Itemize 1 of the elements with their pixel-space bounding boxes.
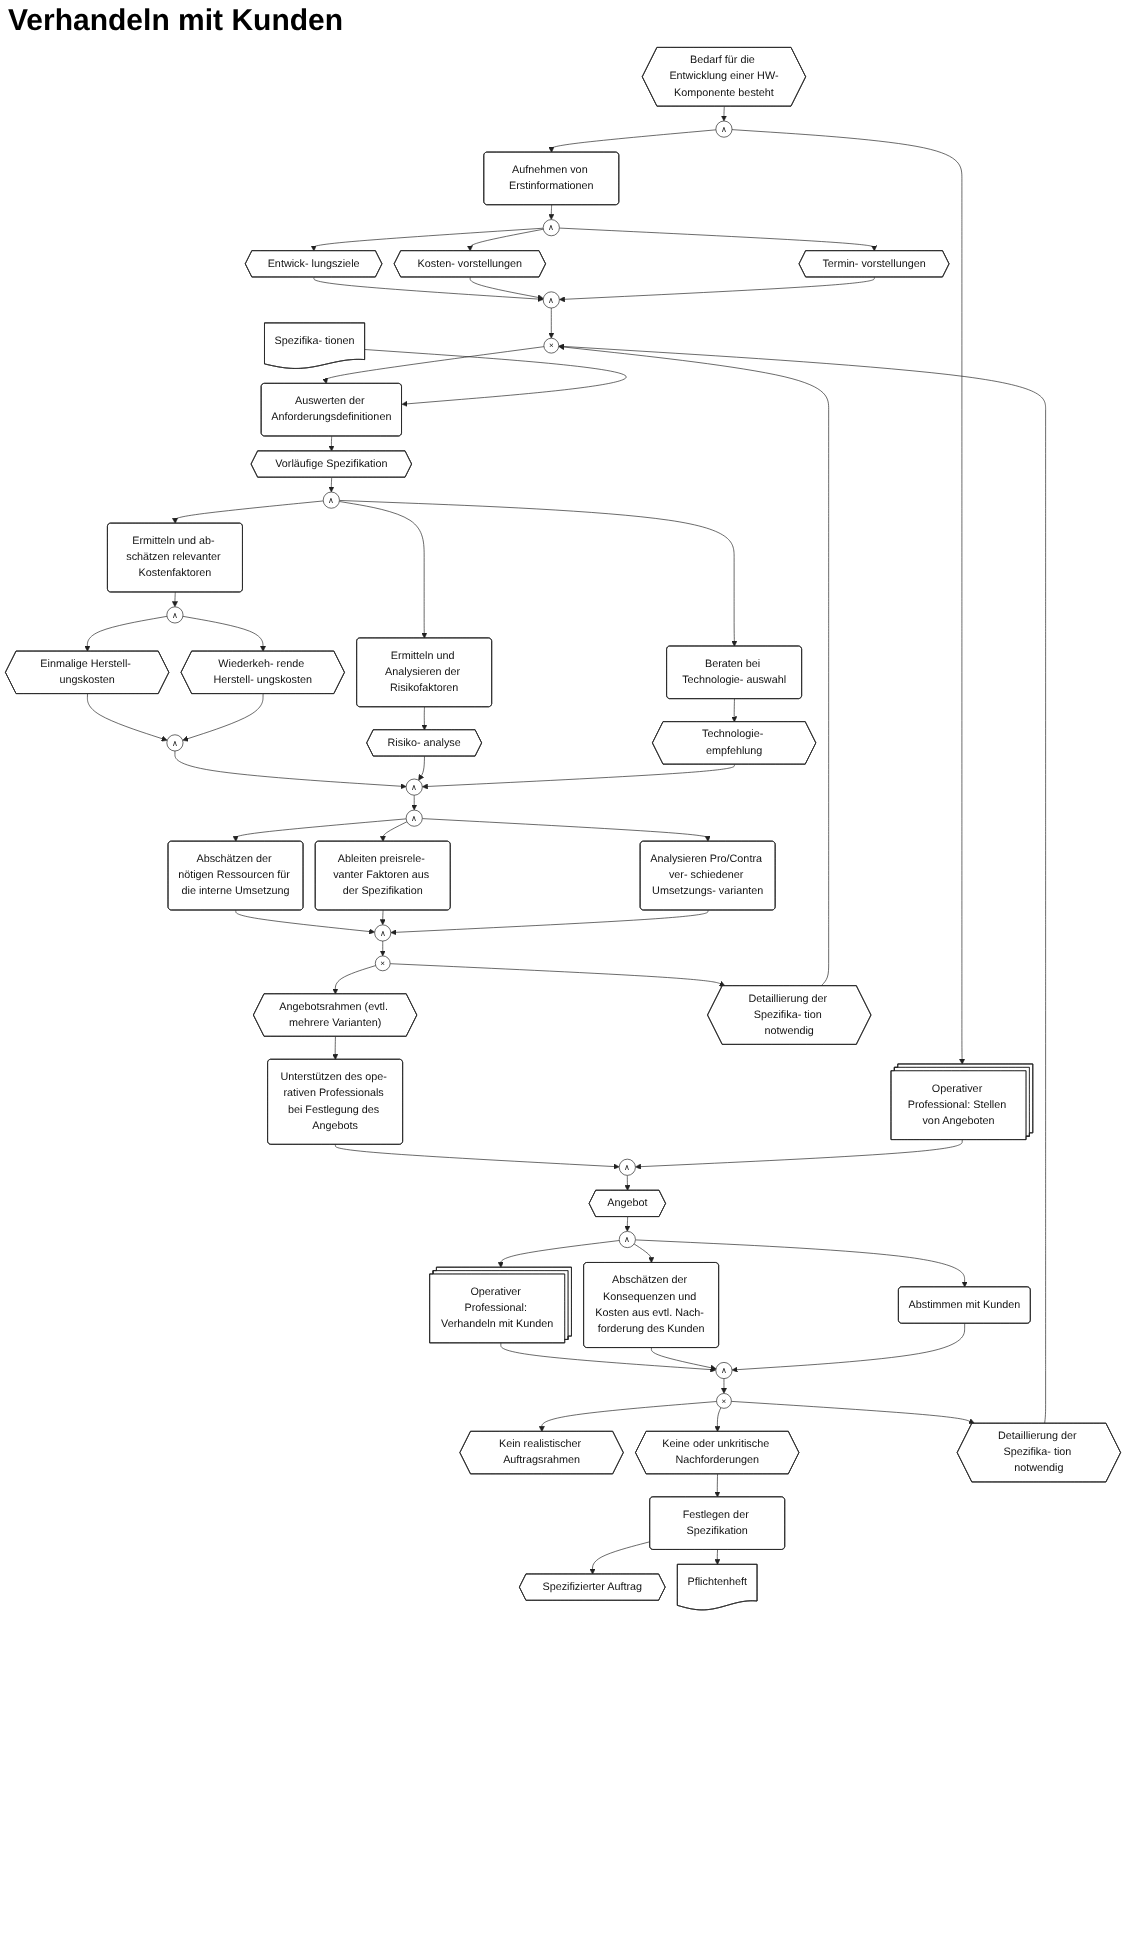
- diagram-title: Verhandeln mit Kunden: [8, 4, 346, 38]
